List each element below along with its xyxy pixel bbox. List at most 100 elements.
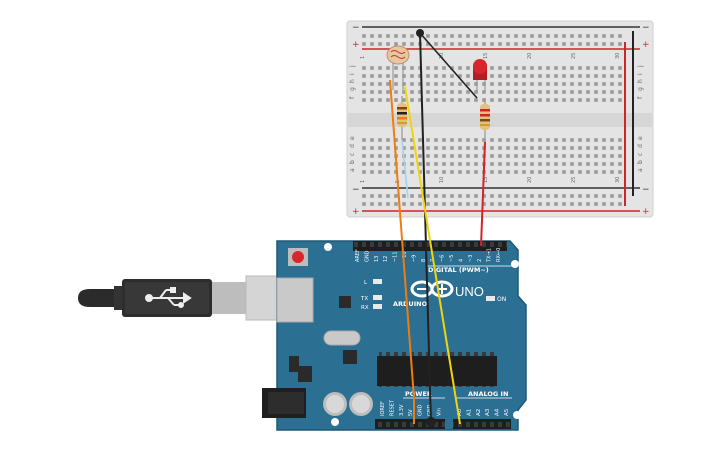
digital-pin-label: 8 (421, 259, 427, 262)
row-letter: b (637, 160, 644, 164)
brand-label: ARDUINO (393, 300, 428, 308)
power-pin-label: Vin (436, 408, 442, 416)
row-letter: b (349, 160, 356, 164)
voltage-regulator (298, 366, 312, 382)
power-pin-label: IOREF (380, 401, 386, 416)
voltage-regulator (289, 356, 299, 372)
row-letter: a (637, 168, 644, 172)
model-label: UNO (455, 284, 484, 299)
power-led (486, 296, 495, 301)
wire-black-endpoint (426, 417, 436, 427)
rail-plus-label-tr: + (642, 40, 650, 50)
status-leds: L TX RX (360, 279, 382, 311)
column-number: 20 (527, 177, 533, 183)
power-label: POWER (405, 390, 432, 398)
analog-pin-label: A2 (476, 409, 482, 416)
row-letter: a (349, 168, 356, 172)
column-number: 30 (615, 53, 621, 59)
led-label-tx: TX (360, 296, 368, 302)
digital-pin-label: RX←0 (496, 248, 502, 262)
digital-pin-label: TX→1 (487, 248, 493, 263)
analog-header[interactable] (453, 419, 511, 429)
row-letter: c (637, 153, 644, 156)
wire-lightblue[interactable] (401, 139, 409, 199)
wire-yellow-a0[interactable] (404, 86, 461, 425)
analog-pin-label: A4 (495, 408, 501, 416)
row-letter: d (637, 144, 644, 148)
digital-pin-label: ~9 (411, 255, 417, 262)
rail-plus-label-bl: + (352, 207, 360, 217)
column-number: 10 (439, 177, 445, 183)
resistor-led[interactable] (480, 98, 490, 142)
row-letter: f (349, 96, 356, 99)
row-letter: j (637, 65, 644, 68)
power-header[interactable] (375, 419, 445, 429)
photoresistor[interactable] (386, 45, 410, 90)
column-number: 10 (439, 53, 445, 59)
wires[interactable] (389, 29, 486, 427)
analog-pin-label: A5 (504, 408, 510, 416)
column-number: 25 (571, 177, 577, 183)
wire-black-gnd[interactable] (419, 32, 432, 425)
wire-red-pin3[interactable] (480, 141, 486, 247)
digital-pin-label: 12 (383, 256, 389, 262)
led-label-rx: RX (361, 305, 369, 311)
top-power-rail (362, 26, 640, 50)
wire-orange-5v[interactable] (389, 79, 415, 424)
center-channel (348, 113, 652, 127)
digital-label: DIGITAL (PWM~) (428, 266, 489, 274)
led-label-l: L (364, 280, 368, 286)
power-pin-label: RESET (389, 399, 395, 416)
digital-pin-label: ~6 (440, 255, 446, 262)
mounting-hole (513, 411, 521, 419)
usb-cable[interactable] (78, 275, 311, 321)
capacitor (323, 392, 347, 416)
rail-minus-label-tl: − (352, 23, 360, 33)
usb-jack (276, 277, 314, 323)
row-letter: h (637, 79, 644, 83)
mounting-hole (511, 260, 519, 268)
wire-black-led[interactable] (419, 32, 478, 99)
capacitor (349, 392, 373, 416)
usb-symbol-icon (145, 287, 192, 308)
digital-pin-label: GND (364, 250, 370, 262)
row-letter: h (349, 79, 356, 83)
arduino-logo-icon (410, 280, 454, 298)
digital-pin-label: ~10 (402, 251, 408, 262)
analog-label: ANALOG IN (468, 390, 508, 398)
column-number: 25 (571, 53, 577, 59)
mounting-hole (331, 418, 339, 426)
analog-pin-label: A0 (457, 408, 463, 416)
column-number: 1 (360, 56, 366, 59)
row-letter: d (349, 144, 356, 148)
resistor-ldr[interactable] (397, 96, 407, 140)
mounting-hole (324, 243, 332, 251)
digital-pin-label: AREF (355, 249, 361, 262)
row-letter: i (637, 73, 644, 75)
column-number: 1 (360, 180, 366, 183)
red-led[interactable] (473, 59, 487, 92)
rail-minus-label-tr: − (642, 23, 650, 33)
reset-button[interactable] (288, 248, 308, 266)
digital-pin-label: 4 (458, 259, 464, 262)
row-letter: g (349, 87, 356, 91)
rail-plus-label-br: + (642, 207, 650, 217)
column-number: 15 (483, 177, 489, 183)
analog-pin-label: A1 (466, 409, 472, 416)
rail-minus-label-bl: − (352, 185, 360, 195)
row-letter: e (349, 136, 356, 140)
row-letter: c (349, 153, 356, 156)
column-number: 30 (615, 177, 621, 183)
row-letter: f (637, 96, 644, 99)
power-pin-label: 5V (408, 409, 414, 416)
lower-terminal-strip (362, 134, 626, 174)
digital-pin-label: 2 (477, 259, 483, 262)
on-label: ON (497, 296, 506, 303)
digital-pin-label: ~11 (393, 251, 399, 262)
